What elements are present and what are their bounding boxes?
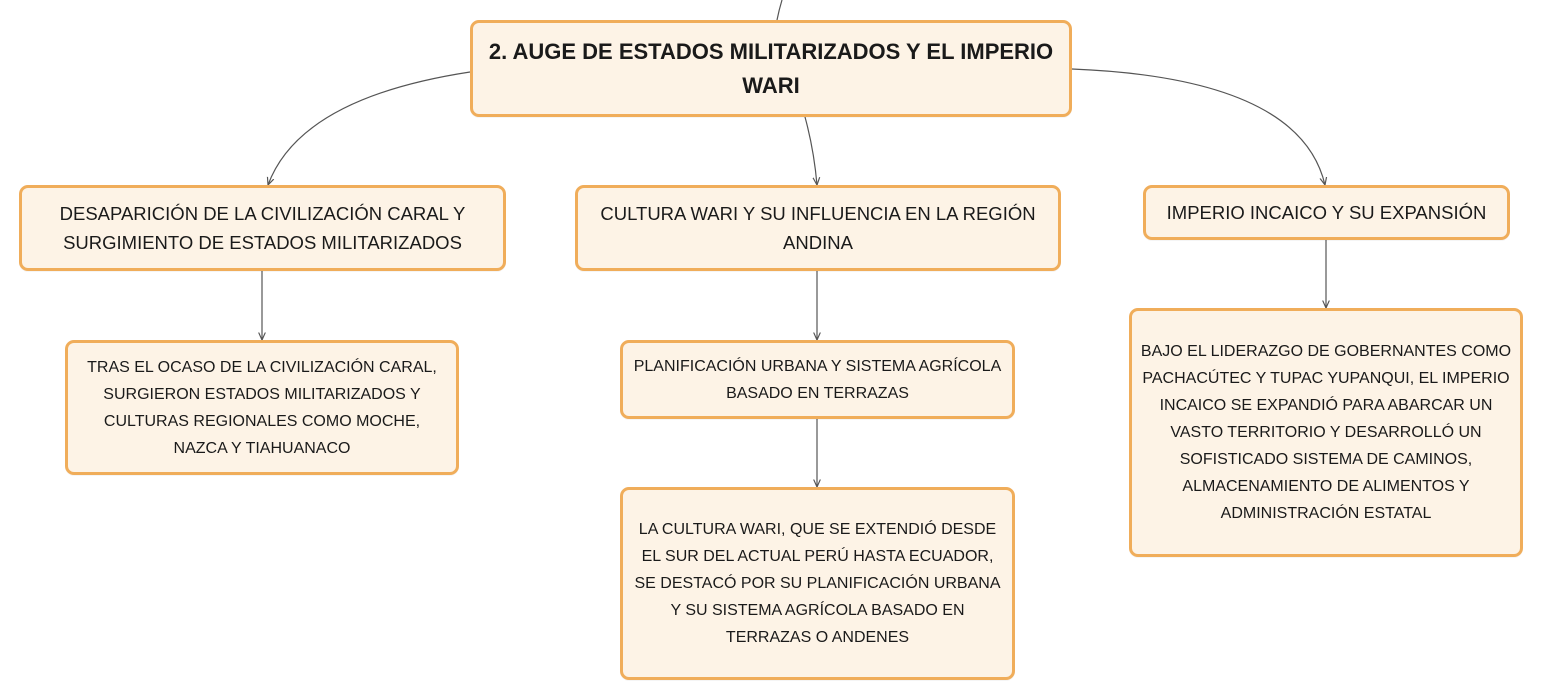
root-topic-label: 2. AUGE DE ESTADOS MILITARIZADOS Y EL IM…: [488, 38, 1054, 98]
subtopic-label: PLANIFICACIÓN URBANA Y SISTEMA AGRÍCOLA …: [633, 357, 1002, 402]
subtopic-label: TRAS EL OCASO DE LA CIVILIZACIÓN CARAL, …: [87, 358, 437, 457]
connector-root-to-desaparicion: [268, 71, 471, 185]
connector-root-to-inca: [1071, 68, 1325, 185]
topic-label: CULTURA WARI Y SU INFLUENCIA EN LA REGIÓ…: [600, 203, 1036, 253]
topic-node-imperio-incaico[interactable]: IMPERIO INCAICO Y SU EXPANSIÓN: [1143, 185, 1510, 240]
subtopic-node-estados-militarizados[interactable]: TRAS EL OCASO DE LA CIVILIZACIÓN CARAL, …: [65, 340, 459, 475]
subtopic-node-expansion-incaica[interactable]: BAJO EL LIDERAZGO DE GOBERNANTES COMO PA…: [1129, 308, 1523, 557]
topic-node-cultura-wari[interactable]: CULTURA WARI Y SU INFLUENCIA EN LA REGIÓ…: [575, 185, 1061, 271]
connector-root-to-wari: [804, 116, 817, 185]
root-topic-node[interactable]: 2. AUGE DE ESTADOS MILITARIZADOS Y EL IM…: [470, 20, 1072, 117]
subtopic-label: LA CULTURA WARI, QUE SE EXTENDIÓ DESDE E…: [634, 521, 1001, 646]
topic-label: IMPERIO INCAICO Y SU EXPANSIÓN: [1166, 202, 1487, 223]
subtopic-node-cultura-wari-detalle[interactable]: LA CULTURA WARI, QUE SE EXTENDIÓ DESDE E…: [620, 487, 1015, 680]
subtopic-node-planificacion-urbana[interactable]: PLANIFICACIÓN URBANA Y SISTEMA AGRÍCOLA …: [620, 340, 1015, 419]
connector-incoming-root: [776, 0, 783, 21]
topic-node-desaparicion-caral[interactable]: DESAPARICIÓN DE LA CIVILIZACIÓN CARAL Y …: [19, 185, 506, 271]
subtopic-label: BAJO EL LIDERAZGO DE GOBERNANTES COMO PA…: [1140, 343, 1512, 522]
topic-label: DESAPARICIÓN DE LA CIVILIZACIÓN CARAL Y …: [59, 203, 466, 253]
